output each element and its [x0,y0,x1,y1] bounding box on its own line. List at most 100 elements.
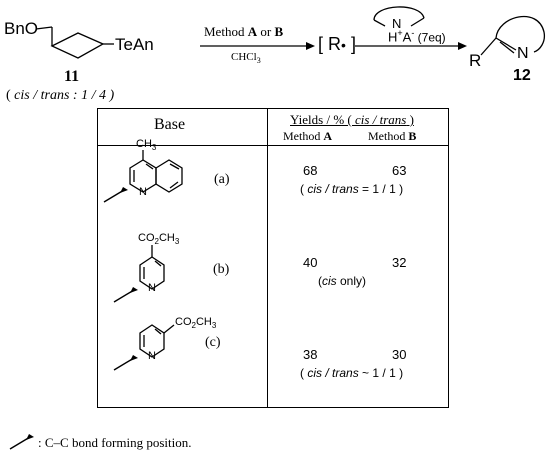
row-c-note: ( cis / trans ~ 1 / 1 ) [300,367,403,379]
row-c-sub-ch: CH [195,316,212,328]
product-cn-1 [495,37,517,51]
header-yields-text: Yields / % ( [290,112,355,127]
radical-r: R [328,34,342,54]
method-or: or [257,24,275,39]
header-method-b: Method B [368,130,416,142]
salt-a: A [402,29,412,45]
ratio-value: : 1 / 4 ) [69,88,115,103]
position-arrow-b [113,289,135,303]
product-bond-r [480,37,497,56]
table-border-left [97,108,98,408]
salt-eq: (7eq) [414,30,446,45]
salt-h: H [388,29,398,45]
position-arrow-c [113,357,135,371]
row-c-note-open: ( [300,366,308,380]
header-yields-slash: / [369,112,380,127]
header-yields-close: ) [406,112,414,127]
row-b-note-open: ( [318,274,322,288]
solvent-text: CHCl [231,51,257,63]
row-b-label: (b) [213,262,230,277]
arrow1-conditions-top: Method A or B [204,25,283,38]
cyclobutane-ring [50,32,105,59]
ratio-cis: cis [14,88,30,103]
salt-n-label: N [392,17,401,30]
row-b-note-cis: cis [322,274,337,288]
row-a-ring-n: N [139,186,147,198]
bracket-close: ] [350,34,356,54]
ratio-slash: / [29,88,41,103]
row-b-sub-3: 3 [174,237,180,247]
row-c-sub-2: 2 [191,321,196,331]
ratio-open: ( [6,88,15,103]
row-a-note: ( cis / trans = 1 / 1 ) [300,183,403,195]
row-a-note-value: = 1 / 1 ) [358,182,404,196]
product-ring [495,15,546,53]
solvent-sub: 3 [256,56,261,66]
method-b-label: Method [368,129,409,143]
reactant-bno: BnO [4,19,39,38]
row-b-sub-2: 2 [154,237,159,247]
pyridine-ring-c [139,324,165,358]
product-r: R [469,51,482,70]
salt-n: N [392,16,402,31]
ratio-trans: trans [40,88,70,103]
product-n: N [517,45,529,62]
arrow-head-1 [306,42,315,50]
row-c-note-cis: cis [307,366,323,380]
row-b-sub-co: CO [138,232,155,244]
row-b-yield-b: 32 [392,255,407,270]
table-column-divider [267,108,268,408]
radical-intermediate: [ R• ] [318,35,356,53]
method-b-letter: B [274,24,284,39]
salt-plus: + [397,28,403,38]
header-yields-cis: cis [355,112,370,127]
row-c-sub-co: CO [175,316,192,328]
salt-ring-right [410,17,425,27]
row-c-sub-3: 3 [211,321,217,331]
salt-ha-label: H+A- (7eq) [388,28,446,45]
method-b-bold: B [408,129,417,143]
header-base: Base [154,116,186,133]
row-c-note-slash: / [322,366,333,380]
salt-ring-left [373,19,386,27]
position-arrow-a [103,189,125,203]
row-a-label: (a) [214,172,230,187]
row-a-note-trans: trans [332,182,359,196]
row-b-note: (cis only) [318,275,366,287]
compound-11-label: 11 [64,68,80,85]
method-label: Method [204,24,248,39]
salt-minus: - [411,28,415,38]
row-c-yield-a: 38 [303,347,318,362]
header-yields-trans: trans [379,112,407,127]
bond-o-ch2 [35,26,53,30]
method-a-letter: A [247,24,258,39]
row-b-ring-n: N [148,282,156,294]
table-border-bottom [97,407,449,408]
table-header-divider [97,145,449,146]
row-a-sub-text: CH [136,138,152,150]
radical-dot: • [341,37,346,53]
position-arrow-legend [9,436,31,450]
product-cn-2 [499,41,515,54]
header-yields: Yields / % ( cis / trans ) [290,113,414,126]
row-b-yield-a: 40 [303,255,318,270]
table-border-top [97,108,449,109]
row-a-yield-b: 63 [392,163,407,178]
bracket-open: [ [318,34,324,54]
row-a-note-cis: cis [307,182,323,196]
compound-12-label: 12 [513,67,531,84]
row-c-ring-n: N [148,350,156,362]
row-c-yield-b: 30 [392,347,407,362]
row-a-sub-num: 3 [151,143,157,153]
method-a-bold: A [323,129,333,143]
row-c-substituent: CO2CH3 [175,317,216,330]
row-c-note-value: ~ 1 / 1 ) [358,366,404,380]
reagent-tean: TeAn [115,35,154,54]
table-border-right [448,108,449,408]
row-a-note-slash: / [322,182,333,196]
arrow1-solvent: CHCl3 [231,52,261,65]
row-a-substituent: CH3 [136,139,156,152]
method-a-label: Method [283,129,324,143]
cis-trans-ratio: ( cis / trans : 1 / 4 ) [6,89,114,103]
